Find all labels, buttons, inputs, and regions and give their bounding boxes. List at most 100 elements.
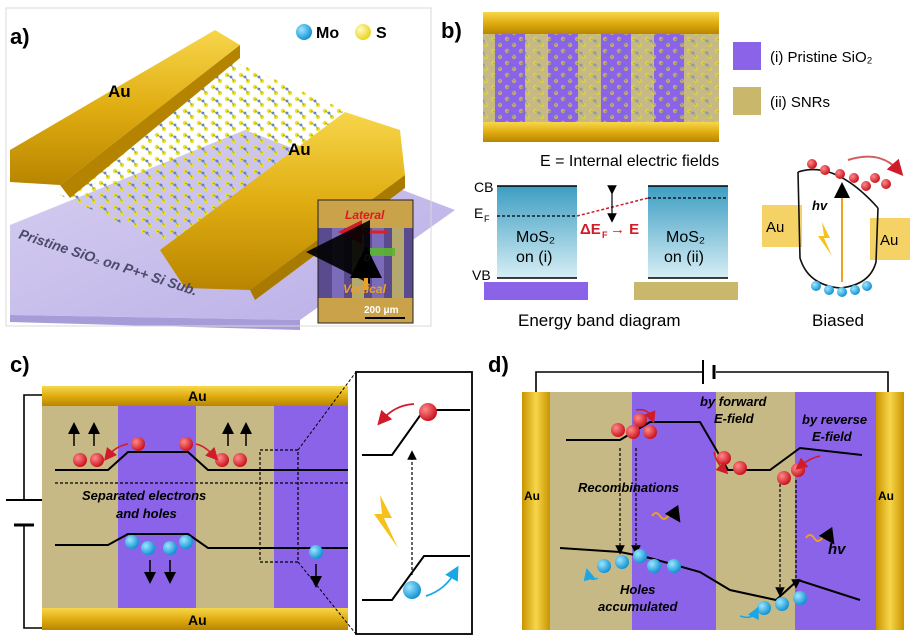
d-holes-line1: Holes <box>620 582 655 597</box>
inset-lateral-label: Lateral <box>345 208 385 222</box>
vb-label: VB <box>472 267 491 283</box>
d-electron-arrow-2 <box>713 451 729 475</box>
c-purple-stripe-2 <box>274 404 348 610</box>
ef-label: E <box>474 205 483 221</box>
c-zoom-line-top <box>297 371 357 451</box>
panel-c-label: c) <box>10 352 30 377</box>
c-hole-4 <box>179 535 193 549</box>
c-electron-4 <box>179 437 193 451</box>
panel-a: a) Mo S Au Au Pristine SiO₂ on P++ Si Su… <box>10 24 455 330</box>
d-au-right <box>876 392 904 630</box>
c-au-bottom <box>42 608 348 630</box>
c-electron-1 <box>73 453 87 467</box>
ef-sub: F <box>484 214 490 224</box>
d-au-left-label: Au <box>524 489 540 503</box>
d-purple-stripe-2 <box>795 392 876 630</box>
inset-current-label: I <box>359 244 364 260</box>
au-right-label: Au <box>288 140 311 159</box>
c-au-bottom-label: Au <box>188 612 207 628</box>
c-zoom-electron-arrow-icon <box>377 403 415 426</box>
d-recombinations: Recombinations <box>578 480 679 495</box>
panel-c: c) Au Au <box>6 352 473 635</box>
inset-micrograph <box>306 199 414 324</box>
biased-hv-label: hv <box>812 198 828 213</box>
au-electrode-left-side <box>60 45 240 198</box>
d-photon-icon-2 <box>805 526 835 545</box>
b-electron-3 <box>835 169 845 179</box>
mos2-ii-line2: on (ii) <box>664 249 704 266</box>
d-hole-2 <box>615 555 629 569</box>
c-circuit-wire <box>23 394 48 629</box>
d-electron-8 <box>791 463 805 477</box>
au-electrode-left <box>10 30 240 185</box>
c-au-top-label: Au <box>188 388 207 404</box>
biased-caption: Biased <box>812 311 864 330</box>
b-atom-overlay <box>483 34 719 122</box>
panel-a-label: a) <box>10 24 30 49</box>
delta-ef-sub: F <box>602 230 608 240</box>
panel-a-frame <box>5 7 432 327</box>
d-hv-label: hv <box>828 541 847 558</box>
biased-au-left <box>762 205 802 247</box>
d-electron-5 <box>717 451 731 465</box>
c-separated-line2: and holes <box>116 506 177 521</box>
d-electron-7 <box>777 471 791 485</box>
legend-snrs-label: (ii) SNRs <box>770 94 830 111</box>
panel-b: b) (i) Pristine SiO₂ (ii) SNRs E = Inter… <box>441 12 910 330</box>
c-au-top <box>42 386 348 406</box>
inset-vertical-label: Vertical <box>343 282 387 296</box>
b-hole-5 <box>862 281 872 291</box>
d-electron-arrow-1 <box>635 408 656 424</box>
c-zoom-hole <box>403 581 421 599</box>
d-hole-6 <box>757 601 771 615</box>
d-holes-line2: accumulated <box>598 599 679 614</box>
b-electron-6 <box>870 173 880 183</box>
b-electron-4 <box>849 173 859 183</box>
d-hole-1 <box>597 559 611 573</box>
s-atom-icon <box>355 24 371 40</box>
d-au-left <box>522 392 550 630</box>
d-electron-2 <box>626 425 640 439</box>
d-hole-8 <box>793 591 807 605</box>
b-title: E = Internal electric fields <box>540 153 719 170</box>
inset-scale-label: 200 μm <box>364 305 399 316</box>
inset-current-sub: D <box>364 253 371 263</box>
d-electron-3 <box>633 413 647 427</box>
d-hole-5 <box>667 559 681 573</box>
c-electron-3 <box>131 437 145 451</box>
d-hole-7 <box>775 597 789 611</box>
d-hole-3 <box>633 549 647 563</box>
d-photon-icon-1 <box>651 504 681 523</box>
biased-au-right-label: Au <box>880 232 898 249</box>
d-circuit-wire <box>535 371 889 392</box>
d-conduction-band <box>566 421 863 471</box>
legend-mo: Mo <box>316 25 339 42</box>
c-electron-2 <box>90 453 104 467</box>
c-zoom-line-bottom <box>297 561 357 635</box>
lightning-icon <box>818 222 832 256</box>
mos2-i-line1: MoS₂ <box>516 229 555 246</box>
c-zoom-electron <box>419 403 437 421</box>
d-hole-4 <box>647 559 661 573</box>
d-forward-line2: E-field <box>714 411 755 426</box>
d-forward-line1: by forward <box>700 394 768 409</box>
c-electron-drift-icon-2 <box>104 443 129 461</box>
d-hole-arrow-2 <box>739 606 759 621</box>
panel-d-label: d) <box>488 352 509 377</box>
panel-d: d) Au Au <box>488 352 904 630</box>
au-electrode-right <box>160 112 405 290</box>
d-hole-arrow-1 <box>583 568 599 582</box>
d-reverse-line2: E-field <box>812 429 853 444</box>
c-separated-line1: Separated electrons <box>82 488 206 503</box>
au-left-label: Au <box>108 82 131 101</box>
d-reverse-line1: by reverse <box>802 412 867 427</box>
substrate-ii <box>634 282 738 300</box>
d-electron-6 <box>733 461 747 475</box>
c-conduction-band <box>55 451 348 471</box>
c-electron-5 <box>215 453 229 467</box>
band-i <box>497 186 577 278</box>
b-electron-2 <box>820 165 830 175</box>
c-valence-band <box>55 533 348 549</box>
c-electron-6 <box>233 453 247 467</box>
